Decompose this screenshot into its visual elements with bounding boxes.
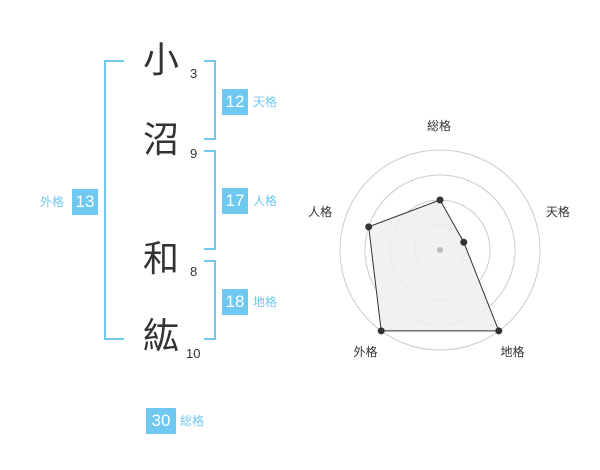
radar-axis-label-4: 外格 [353,345,378,360]
chikaku-bracket [204,260,216,340]
radar-point-3 [495,327,503,335]
tenkaku-label: 天格 [253,95,278,109]
stroke-count-2: 9 [190,146,198,161]
tenkaku-value: 12 [222,89,248,115]
gaikaku-value: 13 [72,189,98,215]
gaikaku-label: 外格 [40,195,65,209]
name-char-3: 和 [142,239,179,280]
stroke-count-4: 10 [186,346,201,361]
radar-point-4 [377,327,385,335]
soukaku-value: 30 [146,408,176,434]
name-char-1: 小 [142,40,179,81]
radar-axis-label-3: 地格 [500,345,525,360]
chikaku-label: 地格 [253,295,278,309]
radar-ring-3 [364,174,516,326]
radar-axis-label-5: 人格 [308,205,333,220]
radar-ring-4 [339,149,541,351]
radar-point-1 [436,196,444,204]
stroke-count-1: 3 [190,66,198,81]
radar-ring-2 [389,199,491,301]
name-char-2: 沼 [142,120,179,161]
name-char-4: 紘 [142,316,179,357]
jinkaku-bracket [204,150,216,250]
stroke-count-3: 8 [190,264,198,279]
jinkaku-label: 人格 [253,194,278,208]
radar-center-point [437,247,443,253]
gaikaku-bracket [104,60,124,340]
radar-polygon [368,199,500,332]
radar-axis-label-1: 総格 [427,119,452,133]
radar-ring-1 [414,224,466,276]
jinkaku-value: 17 [222,188,248,214]
radar-point-2 [460,238,468,246]
tenkaku-bracket [204,60,216,140]
radar-point-5 [365,223,373,231]
chikaku-value: 18 [222,289,248,315]
radar-axis-label-2: 天格 [545,205,570,220]
soukaku-label: 総格 [180,414,205,428]
